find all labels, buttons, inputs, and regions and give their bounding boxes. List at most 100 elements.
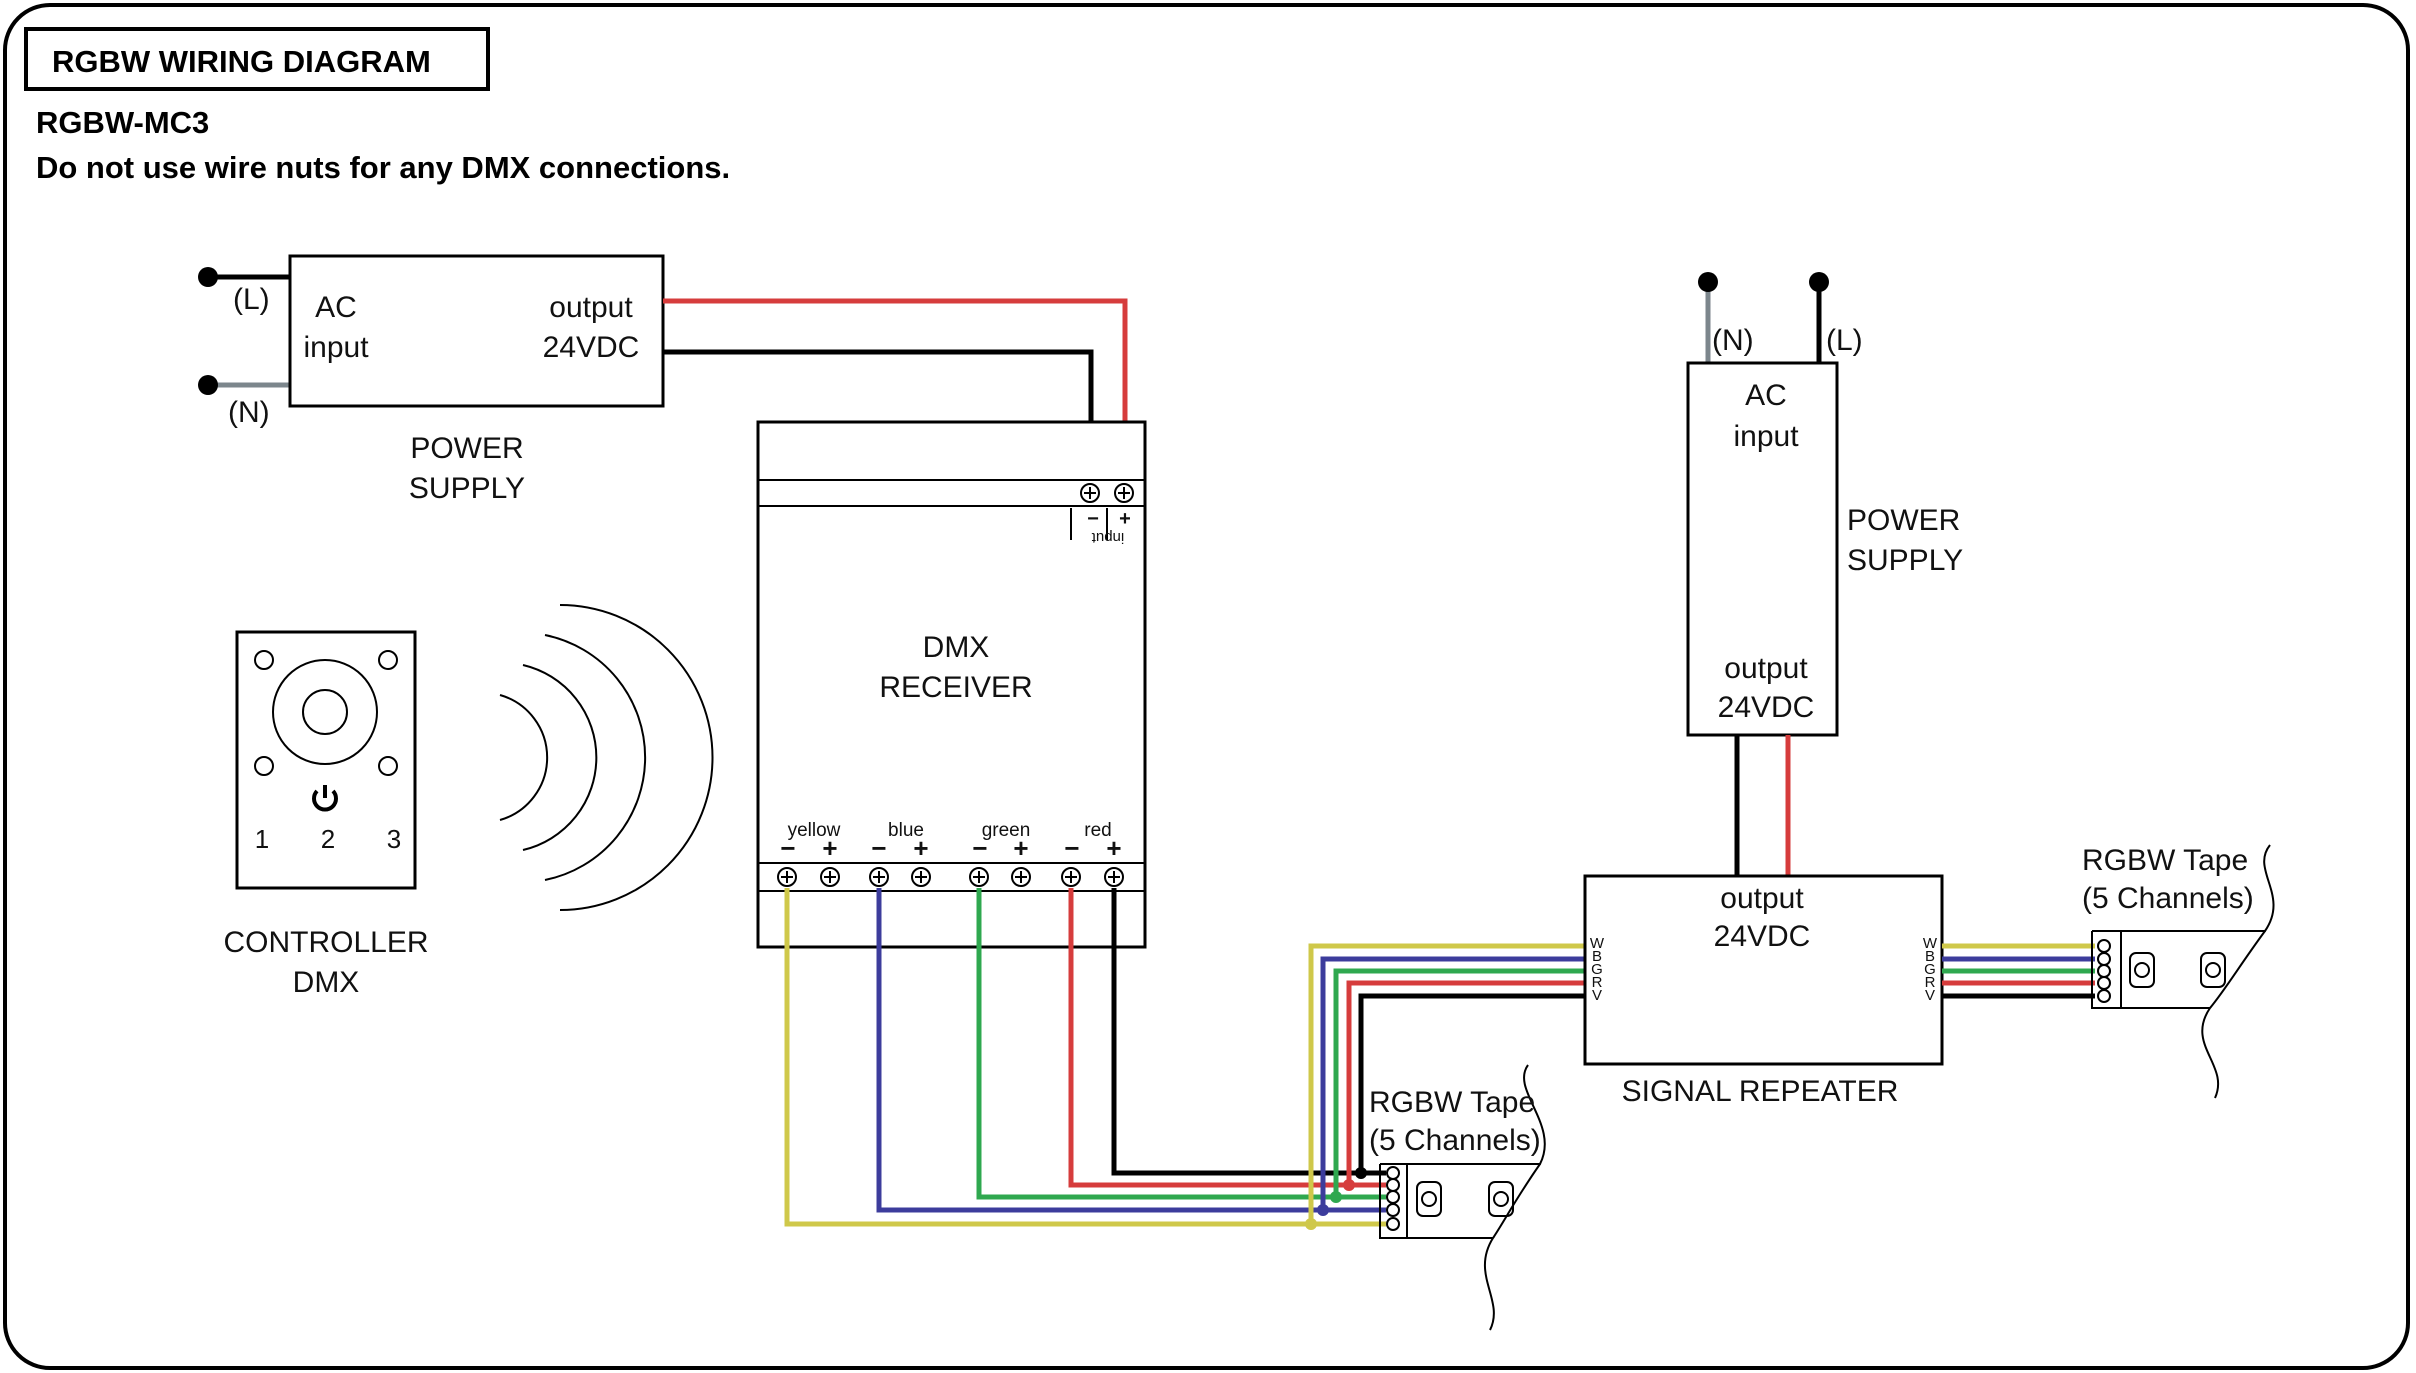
ps1-live-terminal — [198, 267, 218, 287]
junction-dot — [1305, 1218, 1317, 1230]
led-chip-icon — [2200, 952, 2226, 988]
terminal — [820, 867, 840, 887]
repeater-in-pin-r: R — [1592, 974, 1603, 991]
receiver-output-terminals — [777, 867, 1124, 887]
ps1-caption-line2: SUPPLY — [409, 472, 525, 505]
ps1-ac-label: AC — [315, 291, 357, 324]
led-chip-icon — [1488, 1181, 1514, 1217]
channel-label-blue: blue — [888, 820, 924, 841]
tape-pad — [2097, 939, 2111, 953]
led-chip-icon — [1416, 1181, 1442, 1217]
controller-caption-line1: CONTROLLER — [223, 926, 428, 959]
ps2-box — [1686, 361, 1839, 737]
repeater-out-pin-v: V — [1925, 987, 1935, 1004]
tape1-title-line2: (5 Channels) — [1369, 1124, 1541, 1157]
junction-dot — [1343, 1179, 1355, 1191]
ps2-caption-line1: POWER — [1847, 504, 1960, 537]
blue-wire — [876, 888, 1386, 1213]
repeater-out-pin-b: B — [1925, 948, 1935, 965]
terminal — [969, 867, 989, 887]
tape2-title-line2: (5 Channels) — [2082, 882, 2254, 915]
signal-repeater: output 24VDC SIGNAL REPEATER W B G R V W… — [1583, 874, 1944, 1108]
receiver-body — [756, 420, 1147, 949]
input-plus-sign: + — [1119, 508, 1131, 530]
repeater-red-wire — [1346, 980, 1585, 1185]
minus-sign: − — [780, 833, 795, 863]
tape2-title-line1: RGBW Tape — [2082, 844, 2248, 877]
repeater-in-pin-v: V — [1592, 987, 1602, 1004]
ps2-output-label: output — [1724, 652, 1808, 685]
tape-edge — [1379, 1164, 1495, 1331]
controller-body — [235, 630, 417, 890]
plus-sign: + — [1013, 833, 1028, 863]
controller-screw-hole — [254, 756, 274, 776]
terminal — [1061, 867, 1081, 887]
title-box — [24, 27, 490, 91]
ps1-n-label: (N) — [228, 396, 270, 429]
receiver-input-terminal-neg — [1080, 483, 1100, 503]
controller-number-1: 1 — [255, 824, 269, 854]
junction-dot — [1317, 1204, 1329, 1216]
plus-sign: + — [913, 833, 928, 863]
controller-caption-line2: DMX — [293, 966, 360, 999]
tape1-title-line1: RGBW Tape — [1369, 1086, 1535, 1119]
repeater-in-pin-w: W — [1590, 935, 1605, 952]
power-supply-2: (N) (L) AC input output 24VDC POWER SUPP… — [1686, 272, 1963, 737]
controller-dial-outer — [272, 659, 378, 765]
model-number: RGBW-MC3 — [36, 105, 209, 140]
rgbw-tape-2: RGBW Tape (5 Channels) — [2082, 844, 2275, 1099]
minus-sign: − — [1064, 833, 1079, 863]
receiver-input-terminal-pos — [1114, 483, 1134, 503]
tape-pad — [1386, 1166, 1400, 1180]
receiver-title-line1: DMX — [923, 631, 990, 664]
terminal — [869, 867, 889, 887]
controller-screw-hole — [378, 756, 398, 776]
dmx-receiver: − + input DMX RECEIVER yellow blue green… — [756, 420, 1147, 949]
tape-pad — [1386, 1203, 1400, 1217]
repeater-yellow-wire — [1308, 943, 1585, 1224]
ps2-live-terminal — [1809, 272, 1829, 292]
led-chip-icon — [2129, 952, 2155, 988]
ps2-l-label: (L) — [1826, 324, 1863, 357]
ps1-box — [288, 254, 665, 408]
controller-screw-hole — [378, 650, 398, 670]
power-icon — [312, 785, 338, 812]
terminal — [1104, 867, 1124, 887]
warning-text: Do not use wire nuts for any DMX connect… — [36, 150, 730, 185]
plus-sign: + — [1106, 833, 1121, 863]
diagram-frame — [3, 3, 2410, 1370]
header: RGBW WIRING DIAGRAM RGBW-MC3 Do not use … — [24, 27, 730, 185]
repeater-green-wire — [1333, 968, 1585, 1197]
dmx-controller: 1 2 3 CONTROLLER DMX — [223, 630, 429, 999]
repeater-out-pin-r: R — [1925, 974, 1936, 991]
channel-label-green: green — [982, 820, 1031, 841]
ps2-n-label: (N) — [1712, 324, 1754, 357]
junction-dot — [1355, 1167, 1367, 1179]
tape-cut-edge — [2209, 930, 2266, 1009]
controller-number-3: 3 — [387, 824, 401, 854]
tape-pad — [2097, 964, 2111, 978]
junction-dot — [1330, 1191, 1342, 1203]
ps2-input-label: input — [1733, 420, 1799, 453]
receiver-input-label: input — [1091, 529, 1124, 546]
tape-cut-edge — [1492, 1163, 1541, 1239]
repeater-caption: SIGNAL REPEATER — [1622, 1075, 1899, 1108]
diagram-title: RGBW WIRING DIAGRAM — [52, 44, 431, 79]
red-wire — [1068, 888, 1386, 1188]
ps2-ac-label: AC — [1745, 379, 1787, 412]
ps1-l-label: (L) — [233, 283, 270, 316]
tape-pad — [2097, 989, 2111, 1003]
channel-label-red: red — [1084, 820, 1111, 841]
controller-number-2: 2 — [321, 824, 335, 854]
repeater-in-pin-g: G — [1591, 961, 1603, 978]
repeater-out-pin-g: G — [1924, 961, 1936, 978]
repeater-body — [1583, 874, 1944, 1066]
yellow-wire — [784, 888, 1386, 1227]
ps2-voltage-label: 24VDC — [1718, 691, 1815, 724]
tape-pad — [2097, 952, 2111, 966]
wireless-signal-icon — [499, 604, 714, 911]
ps1-voltage-label: 24VDC — [543, 331, 640, 364]
power-supply-1: (L) (N) AC input output 24VDC POWER SUPP… — [198, 254, 665, 505]
tape-pad — [2097, 976, 2111, 990]
tape-pad — [1386, 1190, 1400, 1204]
